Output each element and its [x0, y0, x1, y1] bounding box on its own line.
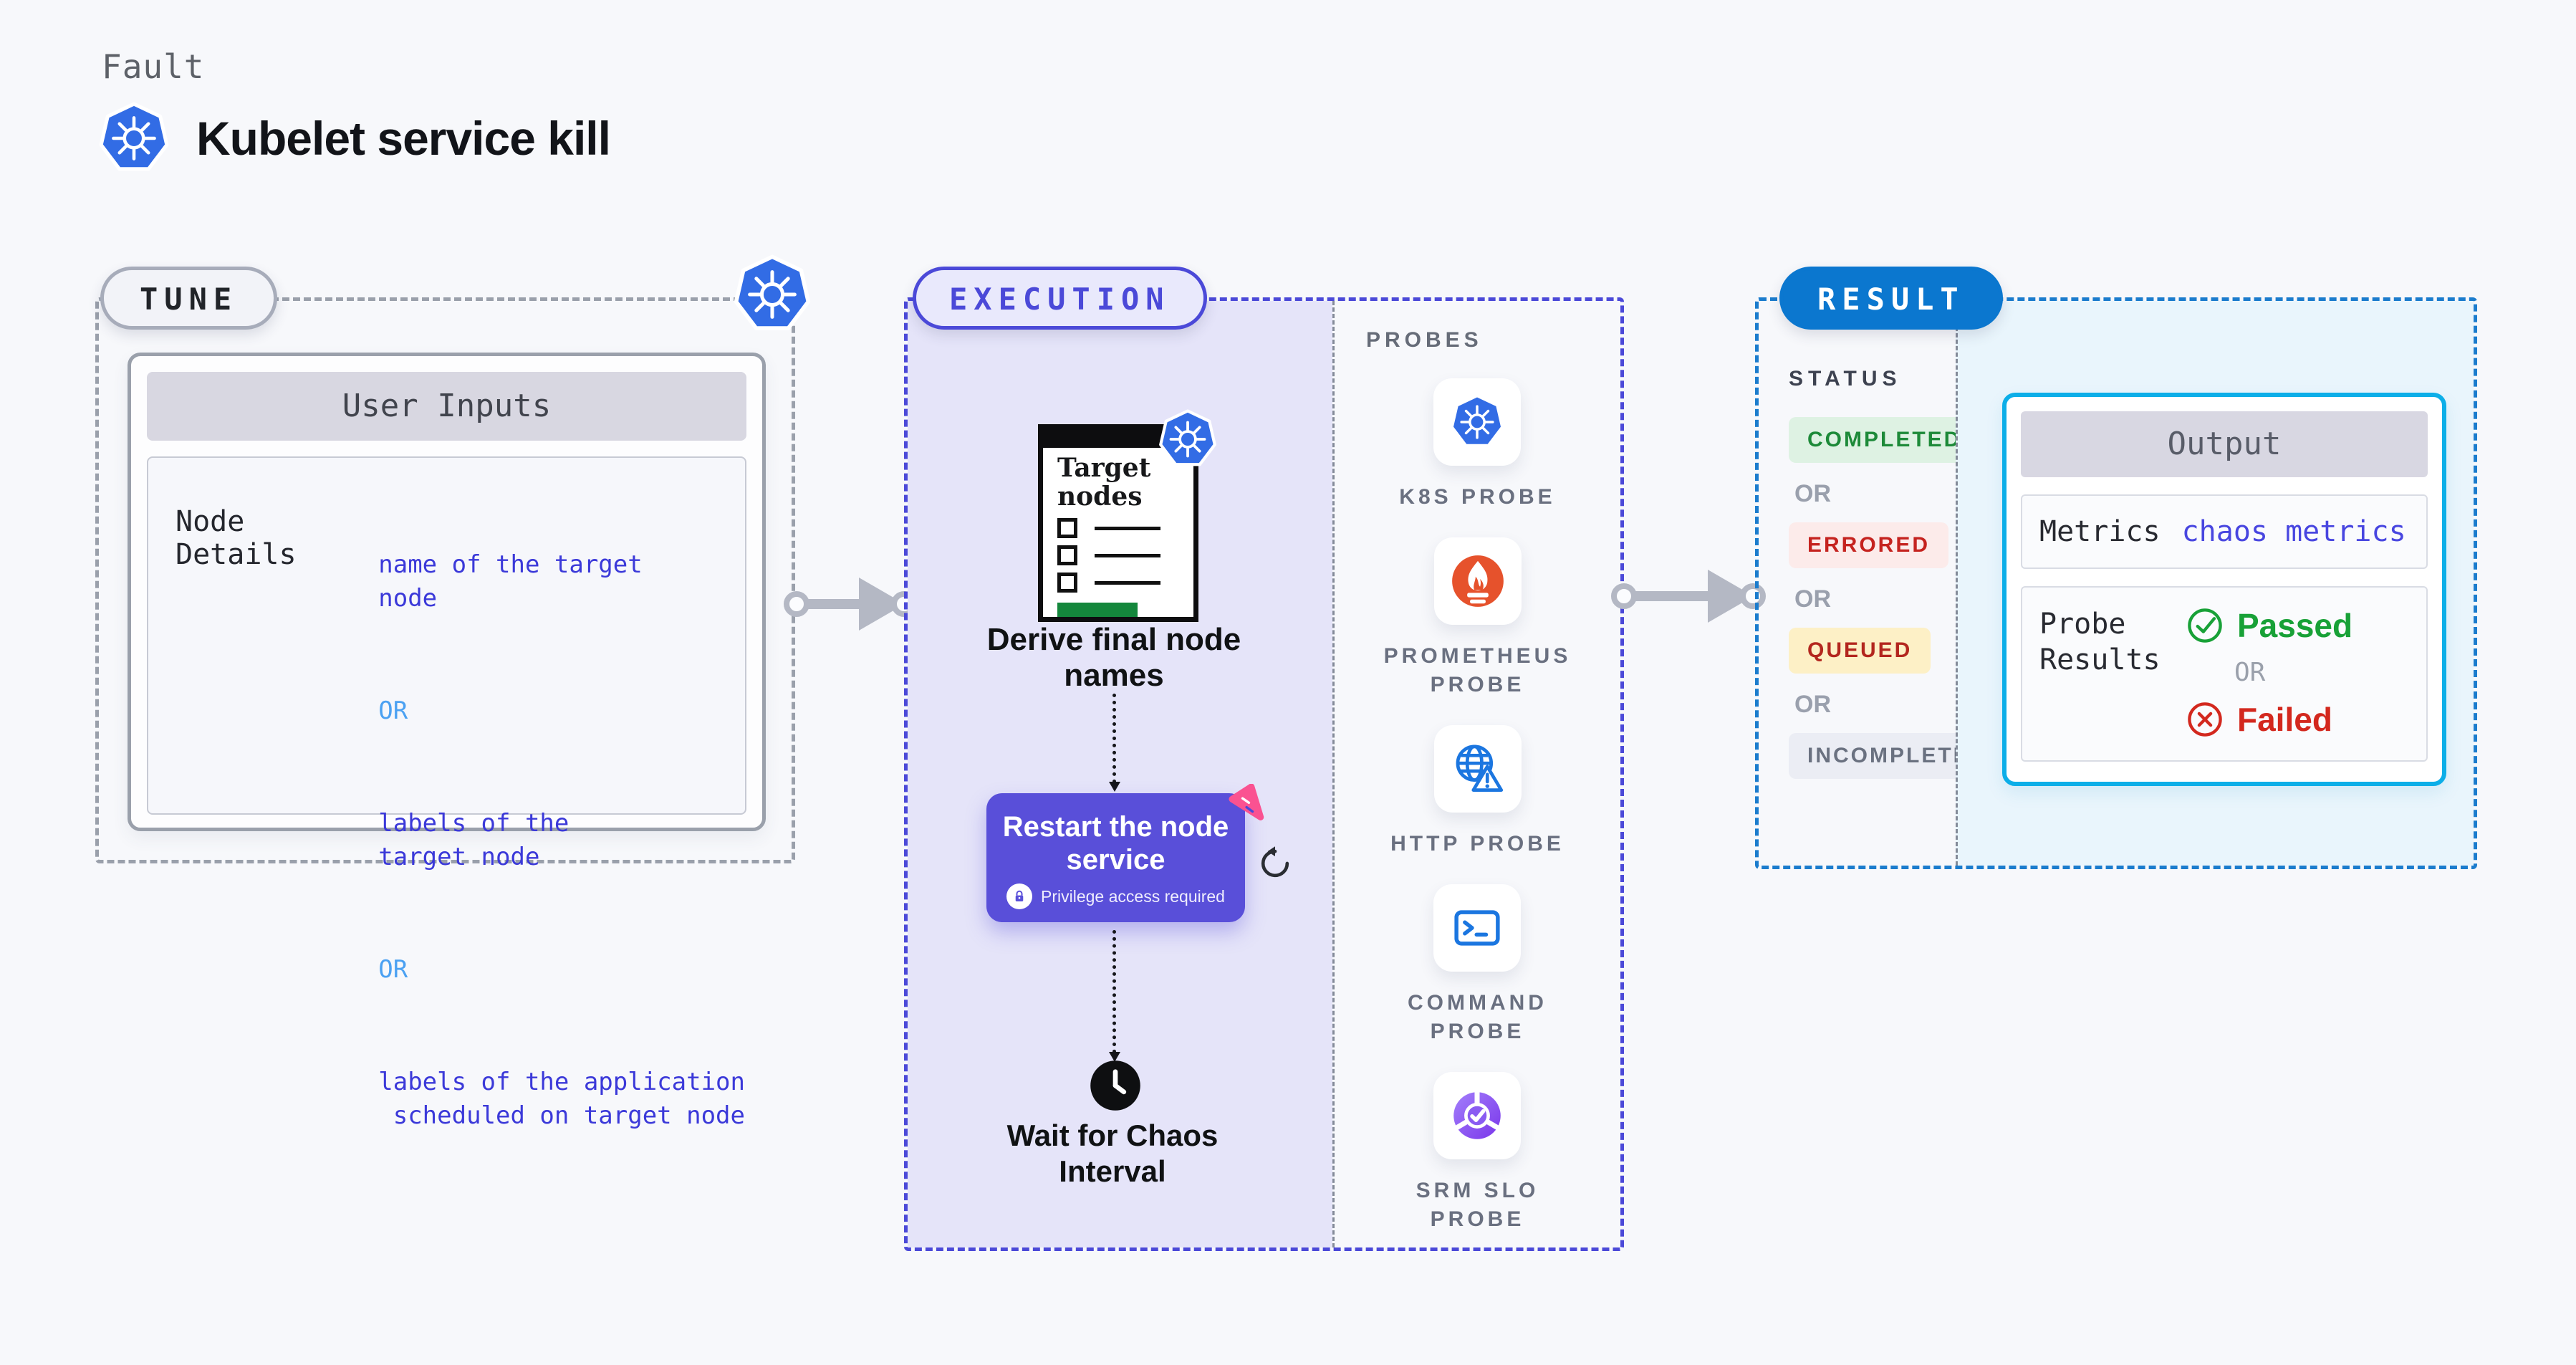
user-inputs-header: User Inputs: [147, 372, 746, 441]
or-separator: OR: [1794, 480, 1831, 507]
user-inputs-table: User Inputs Node Details name of the tar…: [128, 353, 766, 1130]
option-app-labels: labels of the application scheduled on t…: [378, 1068, 745, 1130]
status-badge-errored: ERRORED: [1789, 522, 1949, 568]
tune-section: [95, 297, 795, 863]
probe-results-values: Passed OR Failed: [2186, 606, 2352, 760]
chaos-fault-icon: [1226, 784, 1266, 824]
text-line: [1095, 580, 1160, 585]
result-section: STATUS COMPLETED OR ERRORED OR QUEUED OR…: [1755, 297, 2477, 869]
probe-item: COMMAND PROBE: [1408, 884, 1547, 1046]
clock-icon: [1089, 1059, 1142, 1112]
or-separator: OR: [378, 955, 408, 984]
dotted-connector-down-icon: [1109, 694, 1120, 792]
restart-node-service-step: Restart the node service Privilege acces…: [986, 793, 1245, 922]
kubernetes-icon: [1158, 409, 1218, 469]
privilege-badge-text: Privilege access required: [1041, 886, 1225, 906]
execution-pill: EXECUTION: [913, 267, 1207, 330]
kubernetes-icon: [1449, 394, 1505, 450]
metrics-label: Metrics: [2039, 515, 2161, 548]
x-circle-icon: [2186, 700, 2224, 739]
wait-chaos-interval-label: Wait for Chaos Interval: [1006, 1119, 1219, 1188]
checkbox-icon: [1057, 545, 1077, 565]
probe-item: HTTP PROBE: [1390, 725, 1565, 858]
page-title-row: Kubelet service kill: [97, 102, 611, 175]
failed-line: Failed: [2186, 700, 2352, 739]
green-button-bar: [1057, 603, 1138, 617]
check-circle-icon: [2186, 606, 2224, 645]
probes-panel: PROBES K8S PROBE PROMETHEUS PROBE HTTP P…: [1332, 301, 1620, 1247]
checkbox-row: [1057, 518, 1193, 538]
result-pill: RESULT: [1779, 267, 2003, 330]
flow-arrow-right-icon: [1611, 570, 1766, 623]
fault-eyebrow: Fault: [102, 47, 205, 86]
execution-section: Target nodes Derive final node names Res…: [904, 297, 1624, 1251]
probe-card: [1433, 884, 1522, 972]
checkbox-icon: [1057, 573, 1077, 593]
prometheus-icon: [1450, 553, 1506, 609]
probe-label: PROMETHEUS PROBE: [1383, 644, 1572, 696]
or-separator: OR: [378, 696, 408, 725]
globe-warning-icon: [1450, 741, 1506, 797]
page-title: Kubelet service kill: [196, 112, 611, 165]
failed-text: Failed: [2237, 701, 2332, 738]
probe-item: SRM SLO PROBE: [1416, 1072, 1539, 1234]
dotted-connector-down-icon: [1109, 930, 1120, 1062]
checkbox-icon: [1057, 518, 1077, 538]
metrics-value: chaos metrics: [2181, 515, 2406, 548]
slo-pie-icon: [1449, 1088, 1505, 1144]
probe-label: SRM SLO PROBE: [1416, 1179, 1539, 1231]
status-title: STATUS: [1789, 367, 1902, 391]
option-node-name: name of the target node: [378, 550, 643, 613]
target-nodes-caption: Target nodes: [1057, 453, 1151, 512]
probe-item: PROMETHEUS PROBE: [1384, 537, 1572, 699]
tune-pill: TUNE: [100, 267, 278, 330]
text-line: [1095, 526, 1160, 530]
checkbox-row: [1057, 545, 1193, 565]
or-separator: OR: [1794, 585, 1831, 613]
probe-label: COMMAND PROBE: [1408, 991, 1547, 1043]
derive-nodes-label: Derive final node names: [986, 622, 1241, 693]
probe-card: [1433, 725, 1522, 813]
probe-card: [1433, 1072, 1522, 1159]
retry-loop-icon: [1254, 843, 1296, 884]
or-separator: OR: [1794, 691, 1831, 718]
status-badge-queued: QUEUED: [1789, 628, 1931, 674]
node-details-row: Node Details name of the target node OR …: [147, 456, 746, 1130]
probes-title: PROBES: [1366, 328, 1483, 352]
node-details-label: Node Details: [176, 505, 297, 571]
probe-card: [1433, 537, 1522, 625]
metrics-row: Metrics chaos metrics: [2021, 494, 2428, 569]
probe-results-row: Probe Results Passed OR Failed: [2021, 586, 2428, 762]
probe-results-label: Probe Results: [2039, 608, 2161, 676]
result-output-panel: Output Metrics chaos metrics Probe Resul…: [1956, 301, 2474, 866]
output-header: Output: [2021, 411, 2428, 477]
node-details-options: name of the target node OR labels of the…: [378, 458, 745, 1130]
checkbox-row: [1057, 573, 1193, 593]
kubernetes-icon: [732, 254, 812, 335]
flow-arrow-right-icon: [784, 578, 917, 631]
status-column: STATUS COMPLETED OR ERRORED OR QUEUED OR…: [1759, 301, 2007, 866]
output-box: Output Metrics chaos metrics Probe Resul…: [2002, 393, 2446, 786]
option-node-labels: labels of the target node: [378, 809, 569, 871]
text-line: [1095, 553, 1160, 557]
passed-line: Passed: [2186, 606, 2352, 645]
kubernetes-icon: [97, 102, 170, 175]
terminal-icon: [1449, 900, 1505, 956]
passed-text: Passed: [2237, 607, 2353, 644]
probe-item: K8S PROBE: [1399, 378, 1555, 512]
probe-card: [1433, 378, 1522, 466]
lock-icon: [1006, 883, 1033, 909]
or-separator: OR: [2234, 658, 2266, 687]
status-badge-completed: COMPLETED: [1789, 417, 1981, 463]
probe-label: K8S PROBE: [1399, 485, 1556, 509]
execution-flow-panel: Target nodes Derive final node names Res…: [908, 301, 1332, 1247]
privilege-badge: Privilege access required: [986, 883, 1245, 909]
restart-step-title: Restart the node service: [1002, 811, 1229, 876]
probe-label: HTTP PROBE: [1390, 832, 1565, 856]
